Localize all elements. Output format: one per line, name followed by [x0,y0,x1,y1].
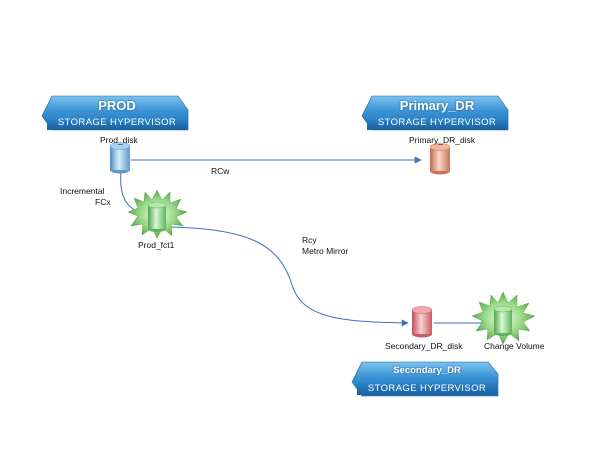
prod-disk-volume [109,142,131,174]
primary-dr-disk-label: Primary_DR_disk [409,135,476,145]
prod-fct1-volume [127,189,188,239]
prod-subtitle: STORAGE HYPERVISOR [57,117,177,128]
prod-system: PROD STORAGE HYPERVISOR [47,96,187,130]
metro-mirror-label: Metro Mirror [302,246,349,256]
prod-fct1-label: Prod_fct1 [138,240,175,250]
primary-dr-disk-volume [429,143,451,175]
rcy-label: Rcy [302,235,317,245]
primary-dr-title: Primary_DR [399,98,475,113]
rcw-label: RCw [211,166,230,176]
primary-dr-subtitle: STORAGE HYPERVISOR [377,117,497,128]
change-volume-volume [471,291,536,345]
metro-mirror-link [165,226,409,327]
primary-dr-system: Primary_DR STORAGE HYPERVISOR [367,96,507,130]
prod-title: PROD [98,98,136,113]
incremental-label-line2: FCx [95,197,111,207]
change-volume-label: Change Volume [484,341,545,351]
incremental-label-line1: Incremental [60,186,105,196]
secondary-dr-disk-volume [411,306,433,338]
prod-disk-label: Prod_disk [100,135,138,145]
secondary-dr-system: Secondary_DR STORAGE HYPERVISOR [357,362,497,396]
primary-dr-system-box [361,95,509,131]
secondary-dr-system-box [351,361,499,397]
secondary-dr-subtitle: STORAGE HYPERVISOR [367,383,487,394]
secondary-dr-disk-label: Secondary_DR_disk [385,341,463,351]
prod-system-box [41,95,189,131]
secondary-dr-title: Secondary_DR [393,365,461,376]
